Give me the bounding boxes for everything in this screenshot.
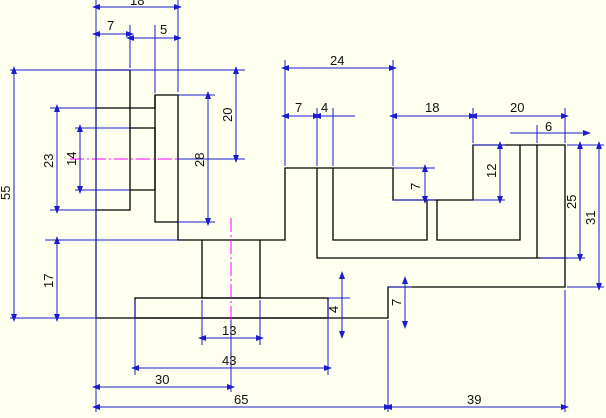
dim-label-slot-7: 7 [408,183,423,190]
dim-label-top-7: 7 [107,18,114,33]
pocket-inner [332,168,428,241]
dim-label-mid-24: 24 [330,53,344,68]
dim-label-right-31: 31 [583,211,598,225]
dim-label-mid-7: 7 [295,100,302,115]
dim-label-base-43: 43 [222,353,236,368]
dim-label-left-23: 23 [41,154,56,168]
outer-profile [95,69,566,319]
dim-label-mid-4: 4 [321,100,328,115]
dim-label-base-30: 30 [155,372,169,387]
pocket-large [316,168,567,259]
dim-label-mid-6: 6 [545,119,552,134]
dim-label-slot-12: 12 [484,164,499,178]
dim-label-base-13: 13 [222,323,236,338]
dim-label-left-20: 20 [220,108,235,122]
dim-label-step-4: 4 [326,306,341,313]
dim-label-mid-18: 18 [425,100,439,115]
dim-label-left-17: 17 [41,274,56,288]
dim-label-right-25: 25 [564,195,579,209]
centerlines [70,158,232,320]
dimension-lines [10,0,604,412]
part-outline [95,69,567,319]
dim-label-top-5: 5 [160,22,167,37]
dim-label-left-55: 55 [0,186,13,200]
dim-label-left-28: 28 [192,153,207,167]
left-column-inner [154,95,178,223]
dim-label-base-65: 65 [234,392,248,407]
left-step-inner [96,107,131,211]
dim-label-top-18: 18 [130,0,144,8]
dim-label-step-7: 7 [389,299,404,306]
dim-label-base-39: 39 [467,392,481,407]
dimension-labels: 18 7 5 20 23 14 28 55 17 24 7 4 18 20 6 … [0,0,598,407]
slot-right-outer [436,145,521,241]
dim-label-mid-20: 20 [510,100,524,115]
dim-label-left-14: 14 [64,152,79,166]
